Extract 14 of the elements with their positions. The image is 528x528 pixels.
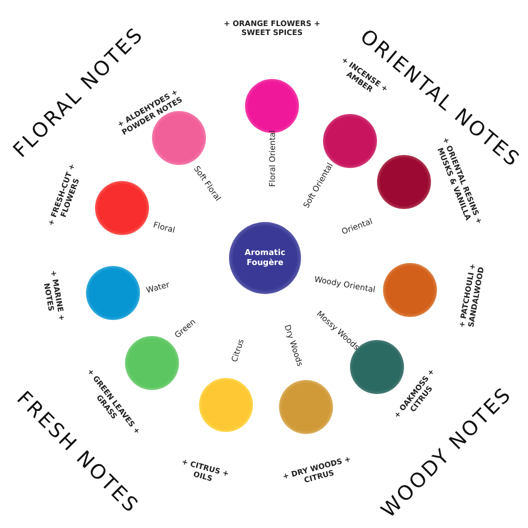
scent-circle xyxy=(125,336,179,390)
scent-name: Woody Oriental xyxy=(314,274,376,294)
scent-circle xyxy=(383,263,437,317)
scent-circle xyxy=(95,181,149,235)
center-label: Aromatic Fougère xyxy=(244,248,286,268)
scent-circle xyxy=(199,378,253,432)
scent-name: Water xyxy=(145,280,170,294)
scent-circle xyxy=(377,155,431,209)
scent-name: Dry Woods xyxy=(282,323,304,367)
scent-name: Floral xyxy=(152,220,176,234)
scent-name: Citrus xyxy=(229,337,246,363)
scent-name: Floral Oriental xyxy=(267,130,276,186)
scent-circle xyxy=(279,380,333,434)
scent-circle xyxy=(86,266,140,320)
